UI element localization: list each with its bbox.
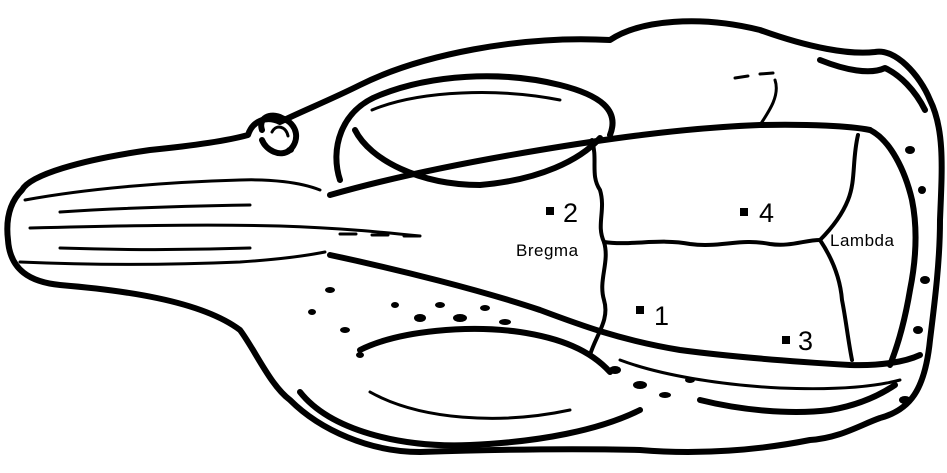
site-3-marker [782, 336, 790, 344]
lacrimal-loop-inner [272, 127, 288, 136]
site-4-marker [740, 208, 748, 216]
nasal-midline [30, 225, 420, 236]
site-4-label: 4 [759, 198, 774, 228]
nasal-bone-lower [20, 252, 325, 264]
site-2-marker [546, 207, 554, 215]
frontal-edge-lower [330, 255, 920, 365]
bregma-label: Bregma [516, 241, 579, 260]
snout-inner-upper [60, 205, 250, 212]
site-2-label: 2 [563, 198, 578, 228]
lambdoid-suture-lower [820, 240, 852, 360]
orbit-upper-ring [372, 93, 560, 110]
orbit-lower-ring [370, 392, 570, 418]
lambdoid-suture-upper [820, 135, 858, 240]
nasal-bone-upper [25, 180, 320, 200]
interparietal-dash [735, 73, 773, 78]
lambda-label: Lambda [830, 231, 894, 250]
sagittal-suture [604, 240, 820, 245]
interparietal-upper [760, 80, 776, 125]
snout-inner-lower [60, 248, 250, 250]
coronal-suture [590, 140, 606, 355]
site-3-label: 3 [798, 326, 813, 356]
site-1-label: 1 [654, 301, 669, 331]
site-1-marker [636, 306, 644, 314]
zygomatic-arch-lower-inner [360, 329, 610, 372]
